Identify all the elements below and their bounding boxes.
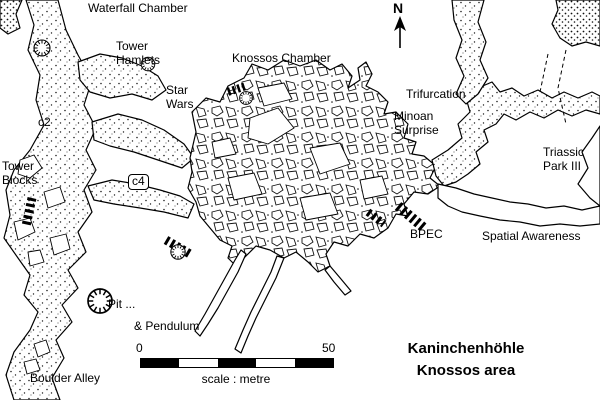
map-title: Kaninchenhöhle Knossos area (407, 340, 525, 379)
label-bpec: BPEC (410, 227, 443, 241)
passage-top-right (451, 0, 489, 105)
dashed-survey-lines (539, 49, 567, 125)
label-tower-blocks: Tower Blocks (2, 159, 38, 187)
chamber-tail-west (194, 249, 247, 337)
label-pendulum: & Pendulum (134, 319, 200, 333)
scale-caption: scale : metre (201, 372, 271, 386)
chamber-knossos (187, 59, 441, 273)
label-star-wars: Star Wars (166, 83, 194, 111)
label-trifurcation: Trifurcation (406, 87, 466, 101)
scale-bar-segment (256, 359, 295, 367)
chamber-spike-southeast (324, 265, 352, 296)
label-c4: c4 (128, 174, 149, 190)
label-minoan-surprise: Minoan Surprise (394, 109, 439, 137)
scale-bar (140, 358, 334, 368)
north-arrow-icon (394, 16, 406, 48)
label-c2: c2 (38, 115, 51, 129)
north-label: N (393, 0, 404, 16)
label-spatial-awareness: Spatial Awareness (482, 229, 581, 243)
label-knossos-chamber: Knossos Chamber (232, 51, 331, 65)
label-triassic-park-iii: Triassic Park III (543, 145, 584, 173)
passage-spatial-awareness (437, 183, 600, 227)
label-waterfall-chamber: Waterfall Chamber (88, 1, 188, 15)
scale-end-value: 50 (322, 341, 336, 355)
passage-triassic-park (577, 125, 600, 207)
boulders (13, 82, 389, 375)
passage-fragment-northeast (551, 0, 600, 47)
scale-bar-segment (141, 359, 180, 367)
passage-star-wars (91, 113, 195, 169)
scale-bar-segment (217, 359, 257, 367)
chamber-tail-south (234, 255, 285, 354)
scale-bar-segment (294, 359, 334, 367)
label-pit: Pit ... (108, 297, 136, 311)
passage-tower-hamlets (77, 53, 167, 101)
scale-start-value: 0 (136, 341, 143, 355)
label-tower-hamlets: Tower Hamlets (116, 39, 161, 67)
passage-fragment-northwest (0, 0, 23, 35)
label-boulder-alley: Boulder Alley (30, 371, 101, 385)
scale-bar-segment (179, 359, 218, 367)
